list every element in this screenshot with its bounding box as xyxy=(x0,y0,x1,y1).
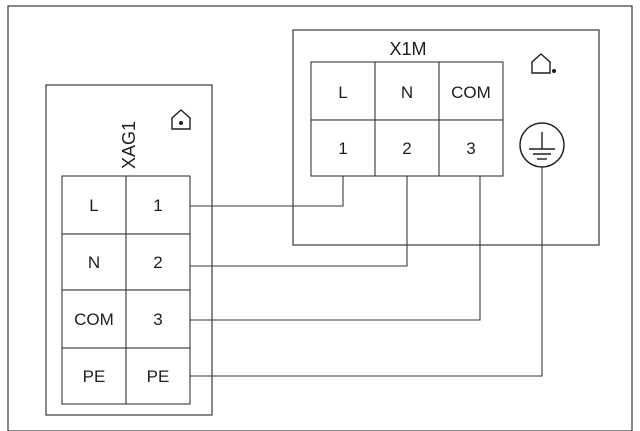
x1m-terminal-label: COM xyxy=(451,83,491,102)
xag1-terminal-number: 2 xyxy=(153,253,162,272)
x1m-terminal-label: N xyxy=(401,83,413,102)
xag1-terminal-number-cell xyxy=(125,289,191,349)
wire-n xyxy=(190,176,408,267)
xag1-terminal-label: COM xyxy=(74,310,114,329)
wire-l xyxy=(190,176,344,207)
x1m-title: X1M xyxy=(389,39,426,59)
xag1-terminal-number: 3 xyxy=(153,310,162,329)
xag1-terminal-label: N xyxy=(88,253,100,272)
xag1-terminal-label: L xyxy=(89,196,98,215)
wire-com xyxy=(190,176,481,321)
x1m-terminal-block: L N COM 1 2 3 xyxy=(310,61,504,177)
xag1-terminal-block: L 1 N 2 COM 3 PE PE xyxy=(61,175,191,405)
xag1-terminal-label-cell xyxy=(61,175,127,235)
xag1-title: XAG1 xyxy=(119,121,139,169)
home-icon xyxy=(531,53,556,74)
x1m-terminal-number-cell xyxy=(310,119,376,177)
x1m-terminal-number: 2 xyxy=(402,139,411,158)
x1m-terminal-label-cell xyxy=(374,61,440,121)
xag1-terminal-number-cell xyxy=(125,233,191,291)
xag1-terminal-number-cell xyxy=(125,347,191,405)
x1m-terminal-label: L xyxy=(338,83,347,102)
xag1-terminal-number: 1 xyxy=(153,196,162,215)
x1m-terminal-number-cell xyxy=(438,119,504,177)
xag1-terminal-label-cell xyxy=(61,347,127,405)
x1m-terminal-number-cell xyxy=(374,119,440,177)
xag1-terminal-number: PE xyxy=(147,367,170,386)
xag1-terminal-label-cell xyxy=(61,233,127,291)
x1m-terminal-label-cell xyxy=(438,61,504,121)
wires xyxy=(190,167,543,377)
home-icon xyxy=(171,109,191,130)
x1m-module: X1M L N COM 1 2 3 xyxy=(292,29,600,246)
x1m-terminal-number: 3 xyxy=(466,139,475,158)
wire-pe xyxy=(190,167,543,377)
x1m-terminal-number: 1 xyxy=(338,139,347,158)
xag1-terminal-number-cell xyxy=(125,175,191,235)
x1m-terminal-label-cell xyxy=(310,61,376,121)
xag1-terminal-label: PE xyxy=(83,367,106,386)
xag1-module: XAG1 L 1 N 2 COM 3 PE PE xyxy=(45,84,213,416)
